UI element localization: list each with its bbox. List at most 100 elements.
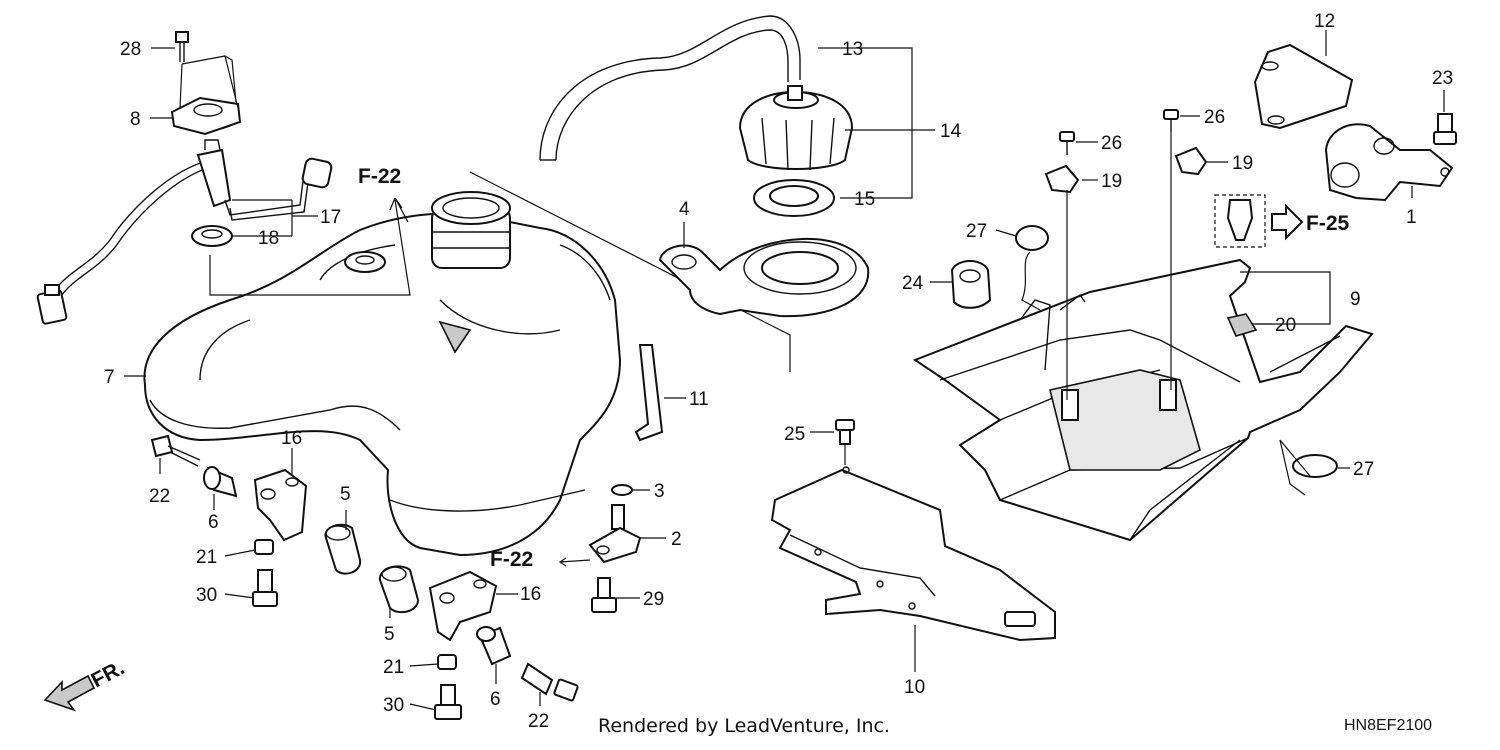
filler-cap <box>738 90 854 170</box>
part-label: 19 <box>1101 171 1122 192</box>
warning-decal-icon <box>438 320 472 354</box>
filler-guard-group <box>658 238 870 318</box>
nut-21-bottom <box>437 654 457 670</box>
part-label: 24 <box>902 273 924 294</box>
part-label: 22 <box>149 486 170 507</box>
part-label: 1 <box>1406 207 1417 228</box>
skid-plate-group <box>770 419 1056 672</box>
bolt-25 <box>835 419 855 431</box>
arrow-right-icon <box>1271 203 1304 241</box>
part-label: 27 <box>966 221 987 242</box>
breather-tube <box>539 15 801 161</box>
part-label: 19 <box>1232 153 1253 174</box>
part-label: 2 <box>671 529 682 550</box>
grommet-18 <box>191 225 233 247</box>
part-label: 22 <box>528 711 549 732</box>
bracket-2 <box>588 526 642 564</box>
skid-plate <box>770 468 1056 642</box>
fuel-unit-group <box>36 31 333 325</box>
part-label: 3 <box>654 481 665 502</box>
part-label: 28 <box>120 39 141 60</box>
part-number-labels: 28 8 17 18 7 22 6 16 21 30 5 5 16 21 30 … <box>104 11 1453 732</box>
front-direction-arrow-icon <box>43 674 96 712</box>
footer-credit: Rendered by LeadVenture, Inc. <box>598 715 890 737</box>
part-label: 4 <box>679 199 690 220</box>
fuel-unit-body <box>196 148 232 208</box>
part-label: 30 <box>196 585 217 606</box>
tank-strap <box>634 344 664 442</box>
part-label: 15 <box>854 189 875 210</box>
part-label: 21 <box>196 547 217 568</box>
plug-27-bottom <box>1292 454 1338 478</box>
part-label: 26 <box>1101 133 1122 154</box>
bolt-28 <box>175 31 189 43</box>
part-label: 6 <box>208 512 219 533</box>
mount-hardware-bottom <box>378 565 579 720</box>
fuel-unit-wire <box>54 159 211 291</box>
part-label: 30 <box>383 695 404 716</box>
bracket-16-bottom <box>428 570 498 642</box>
part-label: 5 <box>340 484 351 505</box>
diagram-code: HN8EF2100 <box>1344 717 1432 734</box>
part-label: 16 <box>520 584 541 605</box>
bolt-22-bottom <box>520 662 554 696</box>
clip-19-right <box>1174 146 1208 176</box>
part-label: 29 <box>643 589 664 610</box>
part-label: 8 <box>130 109 141 130</box>
bracket-group <box>1214 43 1457 248</box>
mount-hardware-left <box>150 434 362 607</box>
reference-f22-top[interactable]: F-22 <box>358 165 401 188</box>
part-label: 17 <box>320 207 341 228</box>
washer-3 <box>611 484 633 496</box>
clip-19-left <box>1044 164 1080 194</box>
bracket-12 <box>1253 43 1354 130</box>
part-label: 18 <box>258 228 279 249</box>
f22-bottom-arrow-icon <box>558 557 591 567</box>
cushion-5-bottom <box>378 565 420 614</box>
bolt-22-left <box>150 434 174 458</box>
bolt-29 <box>597 577 611 601</box>
pad-20 <box>1226 313 1258 337</box>
bolt-30-bottom <box>440 684 456 706</box>
part-label: 11 <box>689 389 709 410</box>
part-label: 26 <box>1204 107 1225 128</box>
cushion-5-left <box>324 523 362 575</box>
leader-lines <box>124 30 1445 711</box>
part-label: 10 <box>904 677 925 698</box>
drain-hardware <box>588 484 642 613</box>
part-label: 13 <box>842 39 863 60</box>
part-label: 14 <box>940 121 962 142</box>
plug-27-top <box>1015 225 1049 251</box>
nut-21-left <box>254 539 274 555</box>
part-label: 27 <box>1353 459 1374 480</box>
frame-small-parts <box>950 109 1338 496</box>
reference-f25[interactable]: F-25 <box>1306 212 1350 235</box>
fuel-tank-body <box>143 212 622 557</box>
bracket-16-left <box>253 468 308 542</box>
fuel-unit-opening <box>344 251 386 273</box>
part-label: 25 <box>784 424 805 445</box>
grommet-24 <box>950 260 992 309</box>
part-label: 20 <box>1275 315 1296 336</box>
filler-guard <box>658 238 870 318</box>
f25-clip-frame <box>1214 194 1266 248</box>
part-label: 12 <box>1314 11 1335 32</box>
bolt-30-left <box>257 569 273 593</box>
part-label: 21 <box>383 657 404 678</box>
fuel-tank-group <box>143 171 791 557</box>
screw-26-left <box>1059 131 1075 142</box>
f22-top-arrow-icon <box>389 197 409 223</box>
reference-f22-bottom[interactable]: F-22 <box>490 548 533 571</box>
part-label: 7 <box>104 367 115 388</box>
part-label: 6 <box>490 689 501 710</box>
part-label: 23 <box>1432 68 1453 89</box>
frame-group <box>912 258 1374 542</box>
part-label: 9 <box>1350 289 1361 310</box>
filler-cap-group <box>539 15 935 217</box>
part-label: 16 <box>281 428 302 449</box>
part-label: 5 <box>384 624 395 645</box>
fuel-level-float <box>301 157 333 189</box>
screw-26-right <box>1163 109 1179 120</box>
